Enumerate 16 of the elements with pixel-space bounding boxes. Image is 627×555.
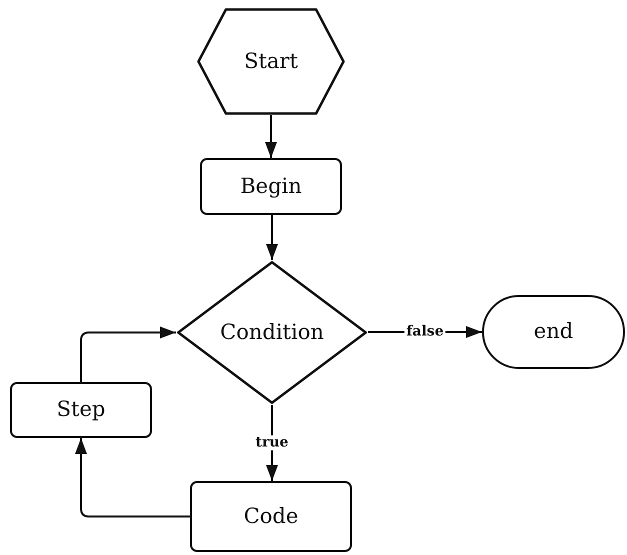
edge-label: true: [254, 435, 290, 451]
arrow: [80, 326, 176, 382]
arrow: [75, 438, 190, 518]
node-label: Condition: [220, 320, 324, 346]
process-box: [190, 481, 352, 552]
start-hexagon: [197, 8, 345, 115]
node-label: Start: [244, 48, 298, 74]
process-box: [10, 382, 152, 438]
process-box: [200, 158, 342, 215]
arrow: [265, 115, 277, 158]
node-label: Step: [56, 397, 106, 423]
node-label: Code: [244, 504, 298, 530]
node-label: end: [534, 319, 574, 345]
node-label: Begin: [240, 174, 302, 200]
decision-diamond: [176, 260, 368, 405]
arrow: [266, 215, 278, 260]
